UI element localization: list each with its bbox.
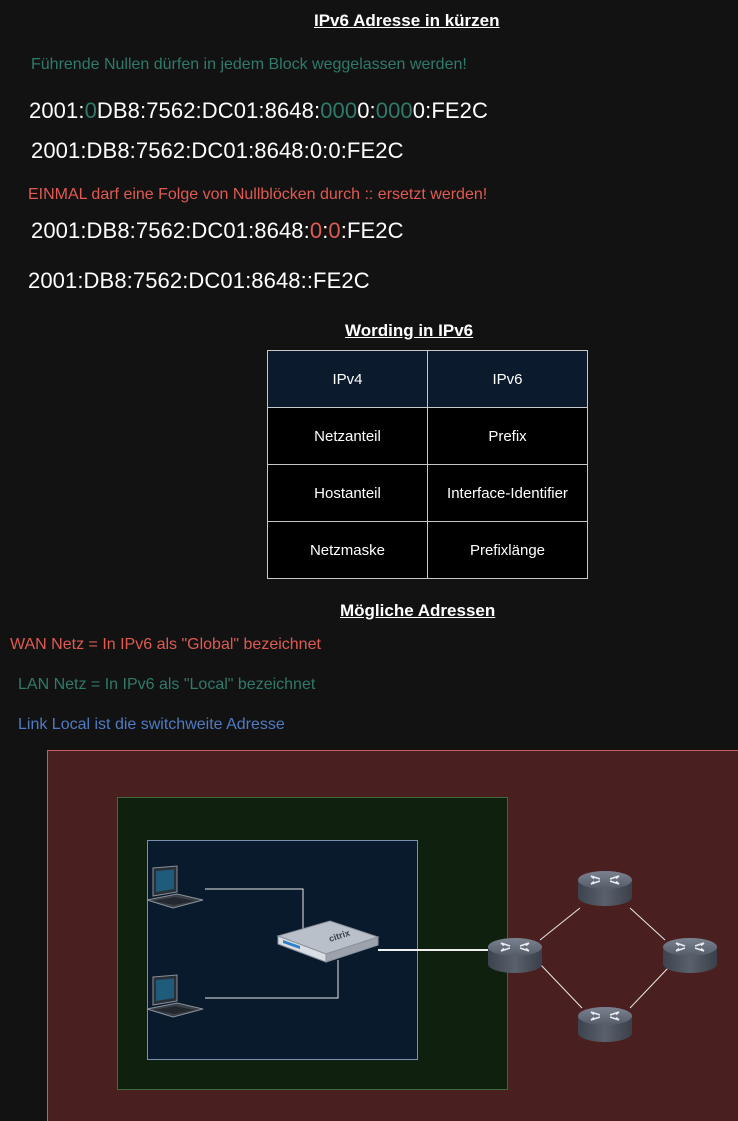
rule-double-colon: EINMAL darf eine Folge von Nullblöcken d… [28,186,488,203]
address-short: 2001:DB8:7562:DC01:8648:0:0:FE2C [31,138,404,163]
laptop-icon [146,865,204,909]
table-header-ipv4: IPv4 [267,350,428,408]
table-cell: Prefixlänge [426,521,589,579]
link-router-router [629,907,666,941]
table-cell: Netzmaske [267,521,428,579]
router-icon [577,1006,633,1043]
link-router-router [539,907,581,941]
link-local-zone [147,840,418,1060]
wan-description: WAN Netz = In IPv6 als "Global" bezeichn… [10,636,321,653]
table-row: Hostanteil Interface-Identifier [267,464,589,522]
table-cell: Netzanteil [267,407,428,465]
laptop-icon [146,974,204,1018]
link-router-router [629,967,669,1009]
title-possible-addresses: Mögliche Adressen [340,601,496,620]
switch-icon: citrix [276,920,380,963]
router-icon [487,937,543,974]
title-wording: Wording in IPv6 [345,321,474,340]
table-header-ipv6: IPv6 [426,350,589,408]
router-icon [577,870,633,907]
table-cell: Hostanteil [267,464,428,522]
table-header-row: IPv4 IPv6 [267,350,589,408]
link-laptop1-switch [205,888,304,936]
table-row: Netzmaske Prefixlänge [267,521,589,579]
lan-description: LAN Netz = In IPv6 als "Local" bezeichne… [18,676,316,693]
table-cell: Interface-Identifier [426,464,589,522]
address-marked: 2001:DB8:7562:DC01:8648:0:0:FE2C [31,218,404,243]
address-full: 2001:0DB8:7562:DC01:8648:0000:0000:FE2C [29,98,488,123]
link-laptop2-switch [205,960,339,999]
link-router-router [539,963,583,1009]
rule-leading-zeros: Führende Nullen dürfen in jedem Block we… [31,56,467,73]
link-local-description: Link Local ist die switchweite Adresse [18,716,285,733]
router-icon [662,937,718,974]
title-ipv6-shorten: IPv6 Adresse in kürzen [314,11,500,30]
table-row: Netzanteil Prefix [267,407,589,465]
wording-table: IPv4 IPv6 Netzanteil Prefix Hostanteil I… [267,350,589,579]
table-cell: Prefix [426,407,589,465]
address-compressed: 2001:DB8:7562:DC01:8648::FE2C [28,268,370,293]
